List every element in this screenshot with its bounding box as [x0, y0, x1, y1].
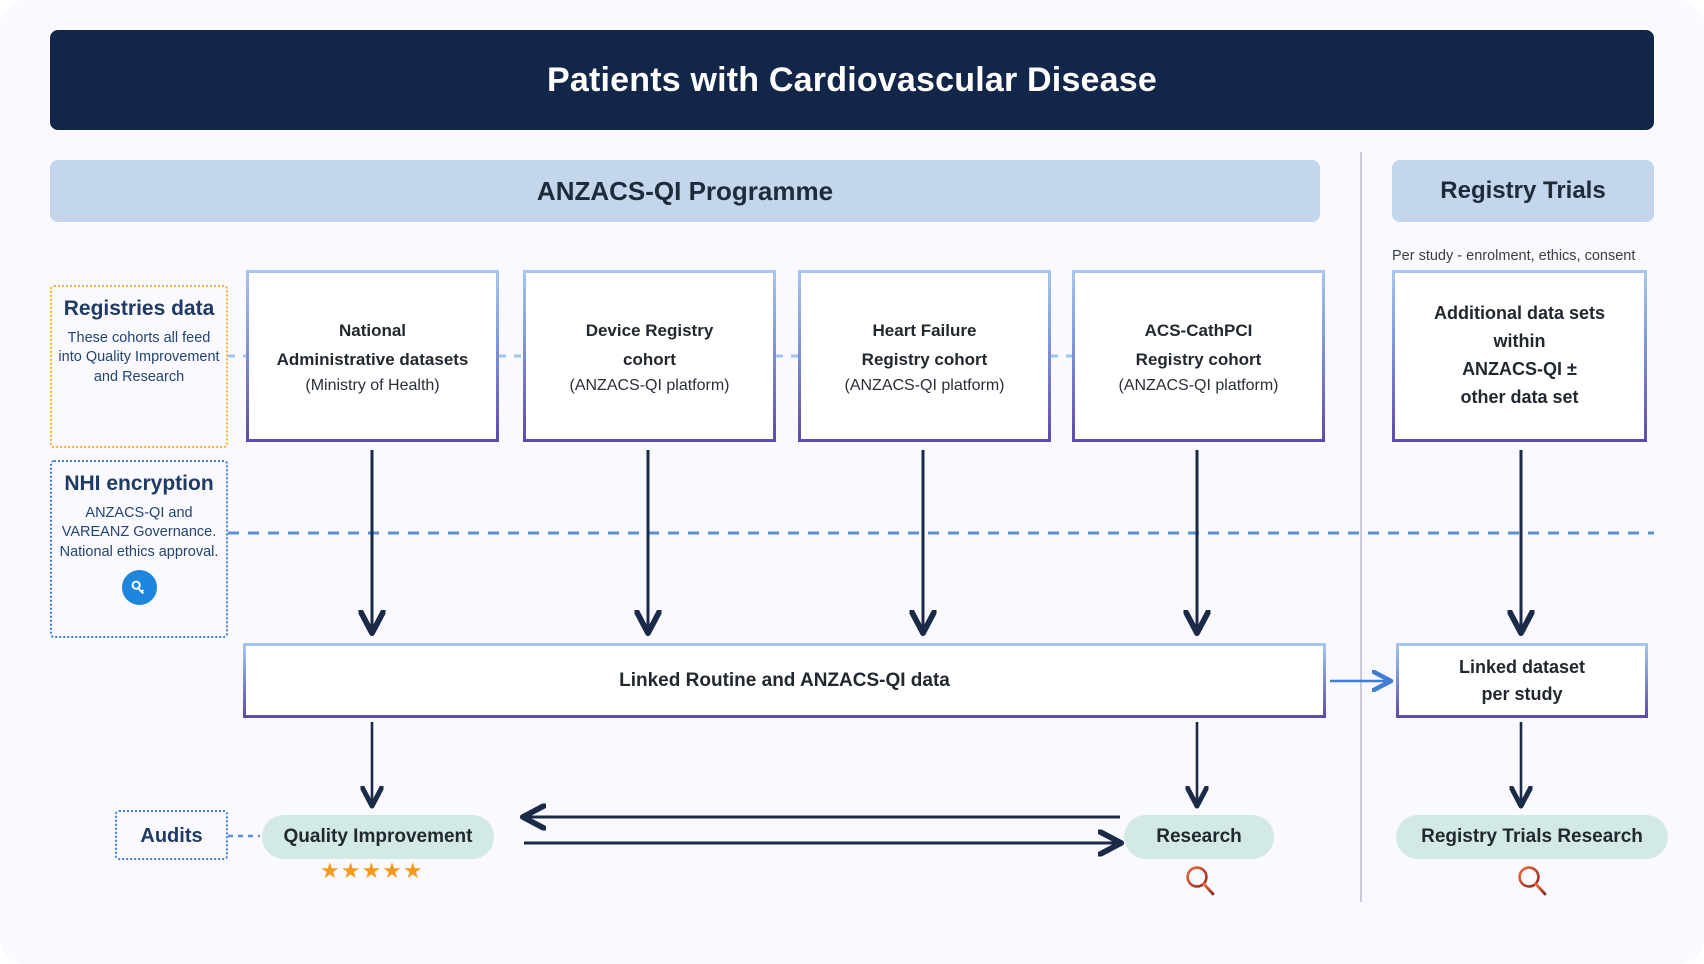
annotation-registries-title: Registries data — [63, 297, 215, 320]
cohort-line1: Device Registry — [585, 320, 714, 340]
magnifier-icon — [1512, 862, 1552, 902]
star-rating-icon: ★★★★★ — [320, 858, 424, 883]
cohort-source: (Ministry of Health) — [305, 377, 440, 395]
cohort-source: (ANZACS-QI platform) — [1118, 377, 1279, 395]
cohort-line2: Registry cohort — [861, 349, 988, 369]
annotation-nhi-body: ANZACS-QI and VAREANZ Governance. Nation… — [59, 505, 219, 560]
outcome-research-label: Research — [1156, 826, 1242, 847]
additional-datasets-line3: ANZACS-QI ± — [1462, 359, 1577, 379]
outcome-quality-improvement-label: Quality Improvement — [283, 826, 473, 847]
additional-datasets-box: Additional data sets within ANZACS-QI ± … — [1392, 270, 1647, 442]
cohort-box-acs-cathpci: ACS-CathPCI Registry cohort (ANZACS-QI p… — [1072, 270, 1325, 442]
annotation-audits-title: Audits — [140, 824, 203, 847]
cohort-line1: National — [338, 320, 407, 340]
additional-datasets-line1: Additional data sets — [1433, 303, 1606, 324]
cohort-source: (ANZACS-QI platform) — [569, 377, 730, 395]
magnifier-icon — [1180, 862, 1220, 902]
section-header-anzacs-qi: ANZACS-QI Programme — [50, 160, 1320, 222]
cohort-line2: cohort — [623, 349, 676, 369]
linked-routine-label: Linked Routine and ANZACS-QI data — [619, 669, 950, 691]
annotation-registries-body: These cohorts all feed into Quality Impr… — [58, 330, 220, 385]
annotation-registries-data: Registries data These cohorts all feed i… — [50, 285, 228, 448]
outcome-research: Research — [1124, 815, 1274, 859]
outcome-registry-trials-research: Registry Trials Research — [1396, 815, 1668, 859]
linked-to-outcome-arrows — [372, 722, 1521, 805]
cohort-source: (ANZACS-QI platform) — [844, 377, 1005, 395]
linked-dataset-line1: Linked dataset — [1458, 656, 1586, 677]
registry-trials-note: Per study - enrolment, ethics, consent — [1392, 248, 1636, 264]
cohort-line2: Registry cohort — [1135, 349, 1262, 369]
cohort-line2: Administrative datasets — [276, 349, 469, 369]
annotation-nhi-title: NHI encryption — [64, 472, 214, 495]
section-header-anzacs-qi-label: ANZACS-QI Programme — [536, 175, 834, 206]
cohort-box-device-registry: Device Registry cohort (ANZACS-QI platfo… — [523, 270, 776, 442]
outcome-registry-trials-research-label: Registry Trials Research — [1421, 826, 1643, 847]
qi-research-bidirectional-arrows — [524, 817, 1120, 843]
cohort-line1: Heart Failure — [872, 320, 977, 340]
additional-datasets-line4: other data set — [1460, 386, 1579, 407]
linked-routine-anzacs-box: Linked Routine and ANZACS-QI data — [243, 643, 1326, 718]
section-header-registry-trials-label: Registry Trials — [1440, 177, 1606, 204]
annotation-nhi-encryption: NHI encryption ANZACS-QI and VAREANZ Gov… — [50, 460, 228, 638]
linked-dataset-line2: per study — [1481, 683, 1563, 704]
cohort-box-heart-failure: Heart Failure Registry cohort (ANZACS-QI… — [798, 270, 1051, 442]
cohort-to-linked-arrows — [372, 450, 1521, 632]
outcome-quality-improvement: Quality Improvement — [262, 815, 494, 859]
page-title: Patients with Cardiovascular Disease — [50, 30, 1654, 130]
linked-dataset-per-study-box: Linked dataset per study — [1396, 643, 1648, 718]
key-icon — [121, 570, 157, 606]
annotation-audits: Audits — [115, 810, 228, 860]
additional-datasets-line2: within — [1493, 331, 1546, 352]
cohort-line1: ACS-CathPCI — [1144, 320, 1253, 340]
page-title-text: Patients with Cardiovascular Disease — [546, 60, 1157, 99]
section-divider — [1360, 152, 1362, 902]
section-header-registry-trials: Registry Trials — [1392, 160, 1654, 222]
cohort-box-national-administrative: National Administrative datasets (Minist… — [246, 270, 499, 442]
